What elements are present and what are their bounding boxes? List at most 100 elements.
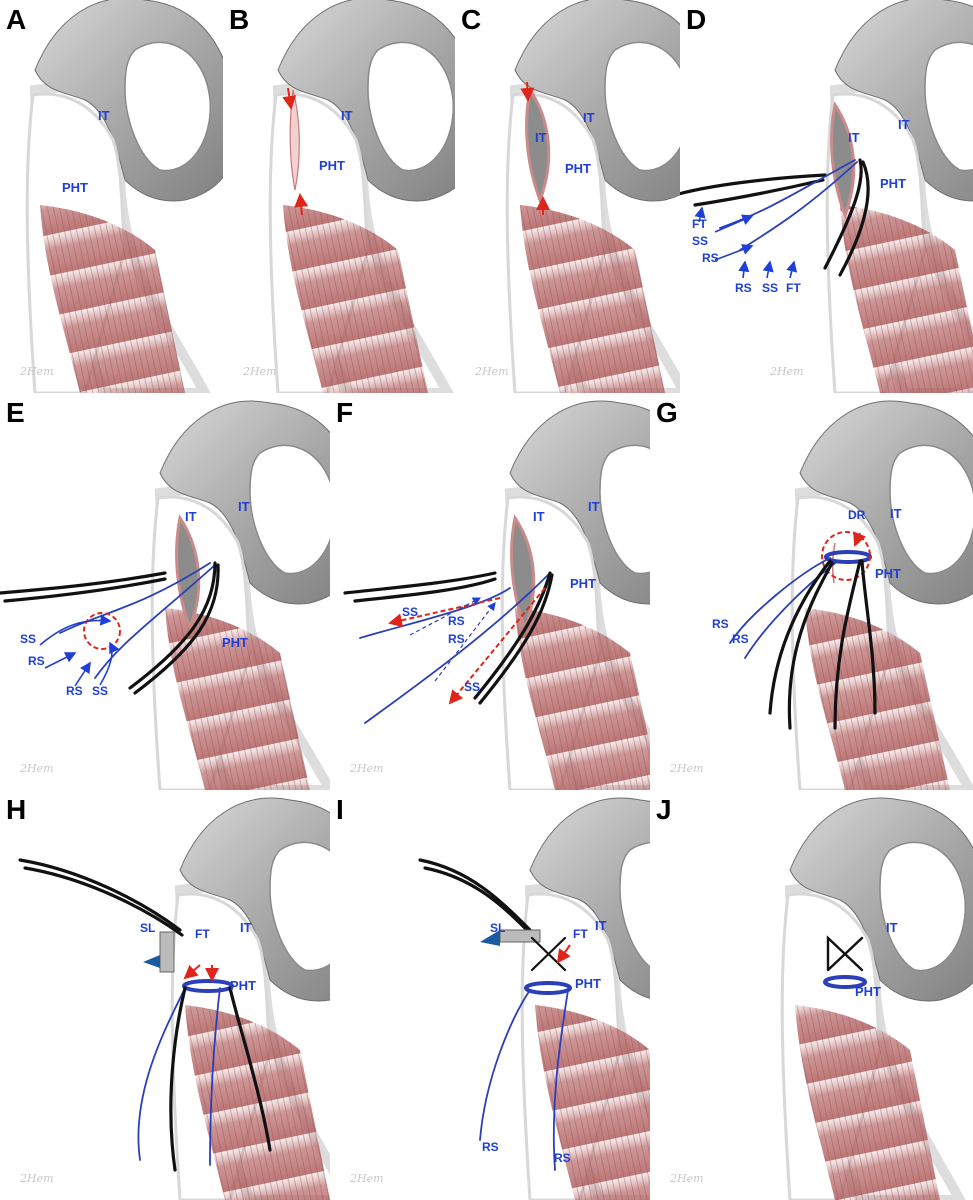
black-suture [353, 577, 497, 603]
blue-suture [209, 987, 221, 1166]
black-suture [133, 563, 220, 695]
label-ss2: SS [464, 680, 481, 694]
label-it: IT [98, 108, 110, 123]
black-suture [3, 577, 167, 603]
panel-letter: C [461, 4, 482, 35]
hamstring-muscle [840, 205, 973, 393]
label-rs1: RS [702, 251, 719, 265]
label-rs1: RS [712, 617, 729, 631]
artist-signature: 2Hem [243, 365, 277, 378]
label-rs1: RS [482, 1140, 499, 1154]
blue-knot [524, 981, 572, 995]
black-suture [838, 160, 870, 277]
panel-letter: A [6, 4, 27, 35]
black-suture [18, 858, 182, 932]
hamstring-muscle [283, 205, 428, 393]
blue-suture [59, 562, 211, 634]
obturator-foramen [619, 842, 650, 968]
blue-suture [739, 161, 858, 251]
incision-line [289, 89, 300, 191]
label-it2: IT [238, 499, 250, 514]
label-ss1: SS [20, 632, 37, 646]
label-it: IT [341, 108, 353, 123]
label-ft: FT [195, 927, 210, 941]
hamstring-muscle [520, 205, 665, 393]
label-it2: IT [588, 499, 600, 514]
label-ft2: FT [786, 281, 801, 295]
artist-signature: 2Hem [350, 1172, 384, 1185]
label-ss2: SS [762, 281, 779, 295]
label-pht: PHT [570, 576, 596, 591]
incision-window [830, 101, 856, 220]
red-arrow [520, 81, 535, 102]
label-it1: IT [533, 509, 545, 524]
blue-dashed-arrow [434, 602, 496, 682]
hamstring-muscle [515, 608, 650, 790]
label-it1: IT [185, 509, 197, 524]
hamstring-muscle [185, 1005, 330, 1200]
hamstring-muscle [165, 608, 310, 790]
label-it: IT [886, 920, 898, 935]
artist-signature: 2Hem [475, 365, 509, 378]
artist-signature: 2Hem [670, 1172, 704, 1185]
label-rs2: RS [732, 632, 749, 646]
blue-suture [137, 987, 186, 1161]
panel-letter: I [336, 794, 344, 825]
obturator-foramen [889, 444, 973, 575]
blue-suture [359, 587, 511, 639]
black-suture [833, 559, 862, 730]
panel-letter: D [686, 4, 707, 35]
hamstring-muscle [535, 1005, 650, 1200]
obturator-foramen [924, 41, 973, 172]
label-pht: PHT [319, 158, 345, 173]
artist-signature: 2Hem [20, 762, 54, 775]
black-suture [787, 561, 834, 730]
panel-letter: F [336, 397, 354, 428]
red-arrow [448, 587, 546, 705]
label-it: IT [595, 918, 607, 933]
blue-arrow [39, 614, 112, 646]
label-rs2: RS [554, 1151, 571, 1165]
anchor-inserter-icon [480, 930, 500, 946]
black-suture [0, 571, 167, 595]
label-rs1: RS [28, 654, 45, 668]
label-rs2: RS [735, 281, 752, 295]
label-it2: IT [583, 110, 595, 125]
label-it1: IT [535, 130, 547, 145]
black-suture [473, 571, 552, 700]
obturator-foramen [599, 444, 650, 575]
artist-signature: 2Hem [350, 762, 384, 775]
label-pht: PHT [575, 976, 601, 991]
blue-suture [719, 159, 856, 229]
label-ss1: SS [402, 605, 419, 619]
label-pht: PHT [875, 566, 901, 581]
blue-arrow [786, 260, 798, 279]
incision-window [175, 514, 201, 633]
label-rs1: RS [448, 614, 465, 628]
red-arrow [294, 193, 309, 216]
label-pht: PHT [855, 984, 881, 999]
label-ft1: FT [692, 217, 707, 231]
blue-suture [479, 989, 531, 1141]
black-suture [23, 866, 184, 937]
blue-arrow [74, 661, 91, 687]
black-suture [680, 173, 827, 196]
panel-letter: H [6, 794, 27, 825]
red-dashed-circle [83, 612, 121, 650]
label-pht: PHT [565, 161, 591, 176]
label-pht: PHT [880, 176, 906, 191]
obturator-foramen [367, 41, 454, 172]
black-suture [530, 936, 567, 972]
panel-c: C 2Hem IT IT PHT [455, 0, 680, 393]
label-it: IT [240, 920, 252, 935]
blue-suture [552, 989, 569, 1171]
black-suture [860, 559, 877, 715]
black-suture [128, 561, 217, 690]
artist-signature: 2Hem [770, 365, 804, 378]
label-it2: IT [898, 117, 910, 132]
